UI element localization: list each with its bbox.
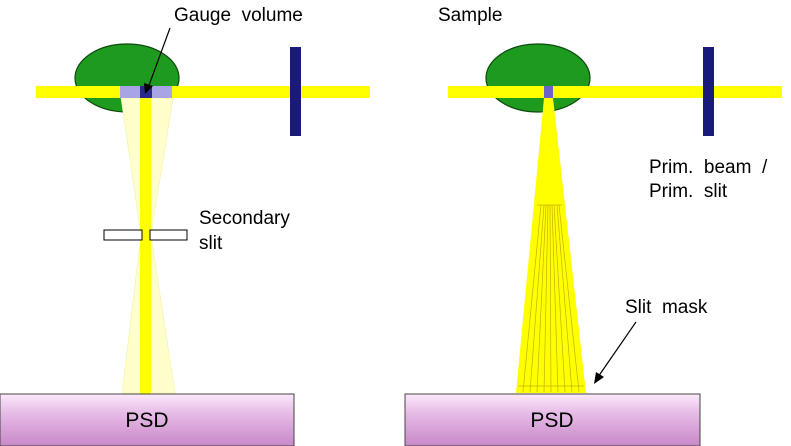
primary-beam-right — [448, 86, 782, 98]
primary-beam-label-line1: Prim. beam / — [649, 157, 768, 178]
gauge-volume-pointer-head — [144, 83, 153, 94]
left-panel: PSD Gauge volume Secondary slit — [0, 5, 370, 446]
slit-mask-pointer-head — [594, 372, 604, 384]
primary-beam-left — [36, 86, 370, 98]
sample-ellipse-right — [485, 43, 591, 113]
diffracted-beam-fan-right — [516, 98, 586, 393]
psd-detector-left — [0, 393, 295, 446]
psd-detector-right — [404, 393, 701, 446]
slit-mask-label: Slit mask — [625, 297, 708, 318]
primary-beam-label-line2: Prim. slit — [649, 181, 728, 202]
secondary-slit-blade-left — [103, 229, 143, 241]
gauge-volume-pointer — [147, 27, 171, 89]
slit-mask-pointer — [597, 321, 637, 378]
right-panel: PSD Sample Prim. beam / Prim. slit Slit … — [404, 5, 782, 446]
secondary-slit-label-line2: slit — [199, 233, 223, 254]
slit-mask-lines — [518, 204, 584, 393]
primary-slit-left — [290, 47, 301, 136]
gauge-volume-label: Gauge volume — [174, 5, 303, 26]
secondary-slit-label-line1: Secondary — [199, 208, 290, 229]
primary-slit-right — [703, 47, 714, 136]
selected-beam-left — [140, 98, 151, 394]
gauge-volume-right — [544, 86, 553, 98]
psd-label-left: PSD — [125, 409, 168, 432]
secondary-slit-blade-right — [149, 229, 188, 241]
sample-label: Sample — [438, 5, 502, 26]
psd-label-right: PSD — [530, 409, 573, 432]
